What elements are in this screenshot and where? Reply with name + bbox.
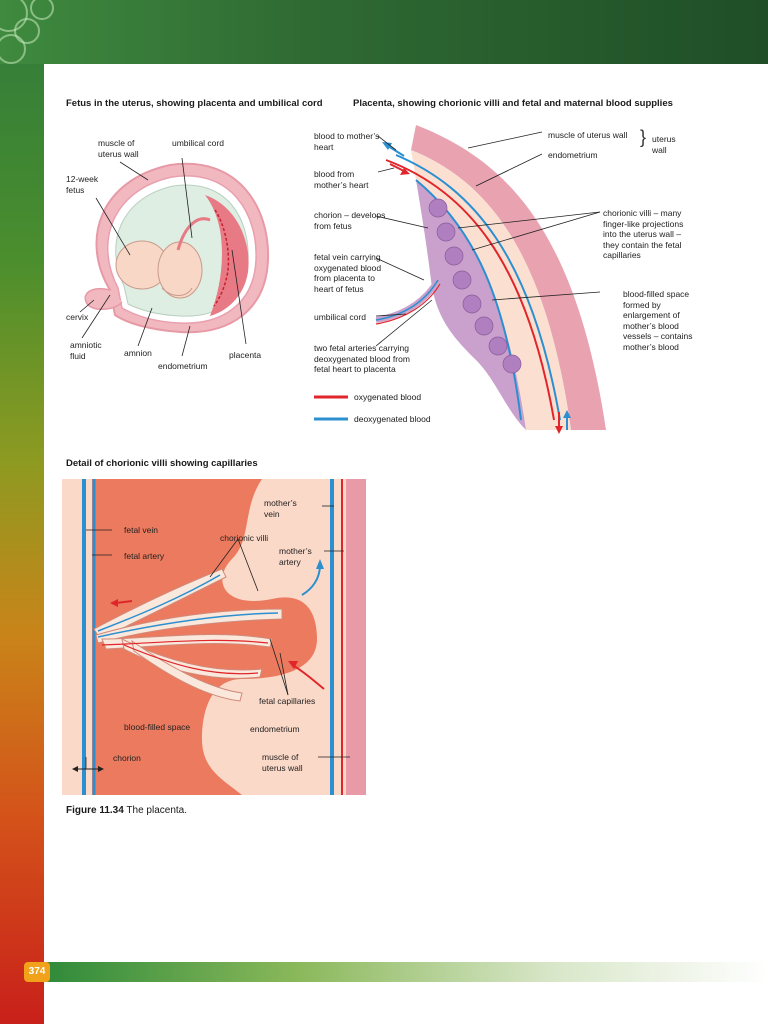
label-12-week-fetus: 12-week fetus — [66, 174, 99, 195]
villi-detail-diagram — [62, 479, 366, 795]
page-corner — [44, 64, 70, 90]
figure-caption: Figure 11.34 The placenta. — [66, 805, 187, 816]
villi-detail-title: Detail of chorionic villi showing capill… — [66, 458, 258, 469]
label-blood-filled-space-detail: blood-filled space — [124, 722, 191, 732]
side-color-band — [0, 0, 44, 1024]
label-fetal-capillaries: fetal capillaries — [259, 696, 316, 706]
footer-band — [44, 962, 768, 982]
label-placenta: placenta — [229, 350, 262, 360]
label-chorion-detail: chorion — [113, 753, 141, 763]
label-fetal-vein-detail: fetal vein — [124, 525, 159, 535]
label-fetal-vein: fetal vein carrying oxygenated blood fro… — [314, 252, 382, 294]
figure-caption-text: The placenta. — [126, 805, 188, 816]
label-umbilical-cord: umbilical cord — [172, 138, 224, 148]
label-two-fetal-arteries: two fetal arteries carrying deoxygenated… — [314, 343, 410, 374]
label-blood-from-mothers-heart: blood from mother’s heart — [314, 169, 369, 190]
label-blood-filled-space: blood-filled space formed by enlargement… — [623, 289, 693, 352]
placenta-diagram — [376, 125, 606, 434]
label-muscle-of-uterus-wall: muscle of uterus wall — [548, 130, 628, 140]
brace-icon: } — [640, 127, 647, 147]
legend-deoxygenated-label: deoxygenated blood — [354, 414, 431, 424]
page-number: 374 — [24, 962, 50, 982]
legend-deoxygenated-line — [314, 417, 348, 421]
label-muscle-detail: muscle of uterus wall — [262, 752, 303, 773]
label-muscle-uterus-wall: muscle of uterus wall — [98, 138, 139, 159]
label-umbilical-cord-2: umbilical cord — [314, 312, 366, 322]
label-cervix: cervix — [66, 312, 89, 322]
label-uterus-wall: uterus wall — [652, 134, 676, 155]
label-chorionic-villi: chorionic villi – many finger-like proje… — [603, 208, 684, 260]
label-endometrium: endometrium — [158, 361, 208, 371]
fetus-uterus-diagram — [79, 157, 270, 357]
figure-number: Figure 11.34 — [66, 805, 124, 816]
label-mothers-vein: mother’s vein — [264, 498, 297, 519]
label-chorion: chorion – develops from fetus — [314, 210, 386, 231]
label-amnion: amnion — [124, 348, 152, 358]
top-header-band — [0, 0, 768, 64]
label-endometrium-2: endometrium — [548, 150, 598, 160]
label-chorionic-villi-detail: chorionic villi — [220, 533, 269, 543]
label-mothers-artery: mother’s artery — [279, 546, 312, 567]
placenta-diagram-title: Placenta, showing chorionic villi and fe… — [353, 98, 673, 109]
label-amniotic-fluid: amniotic fluid — [70, 340, 102, 361]
legend-oxygenated-label: oxygenated blood — [354, 392, 422, 402]
label-blood-to-mothers-heart: blood to mother’s heart — [314, 131, 380, 152]
legend-oxygenated-line — [314, 395, 348, 399]
fetus-diagram-title: Fetus in the uterus, showing placenta an… — [66, 98, 323, 109]
label-endometrium-detail: endometrium — [250, 724, 300, 734]
label-fetal-artery-detail: fetal artery — [124, 551, 165, 561]
